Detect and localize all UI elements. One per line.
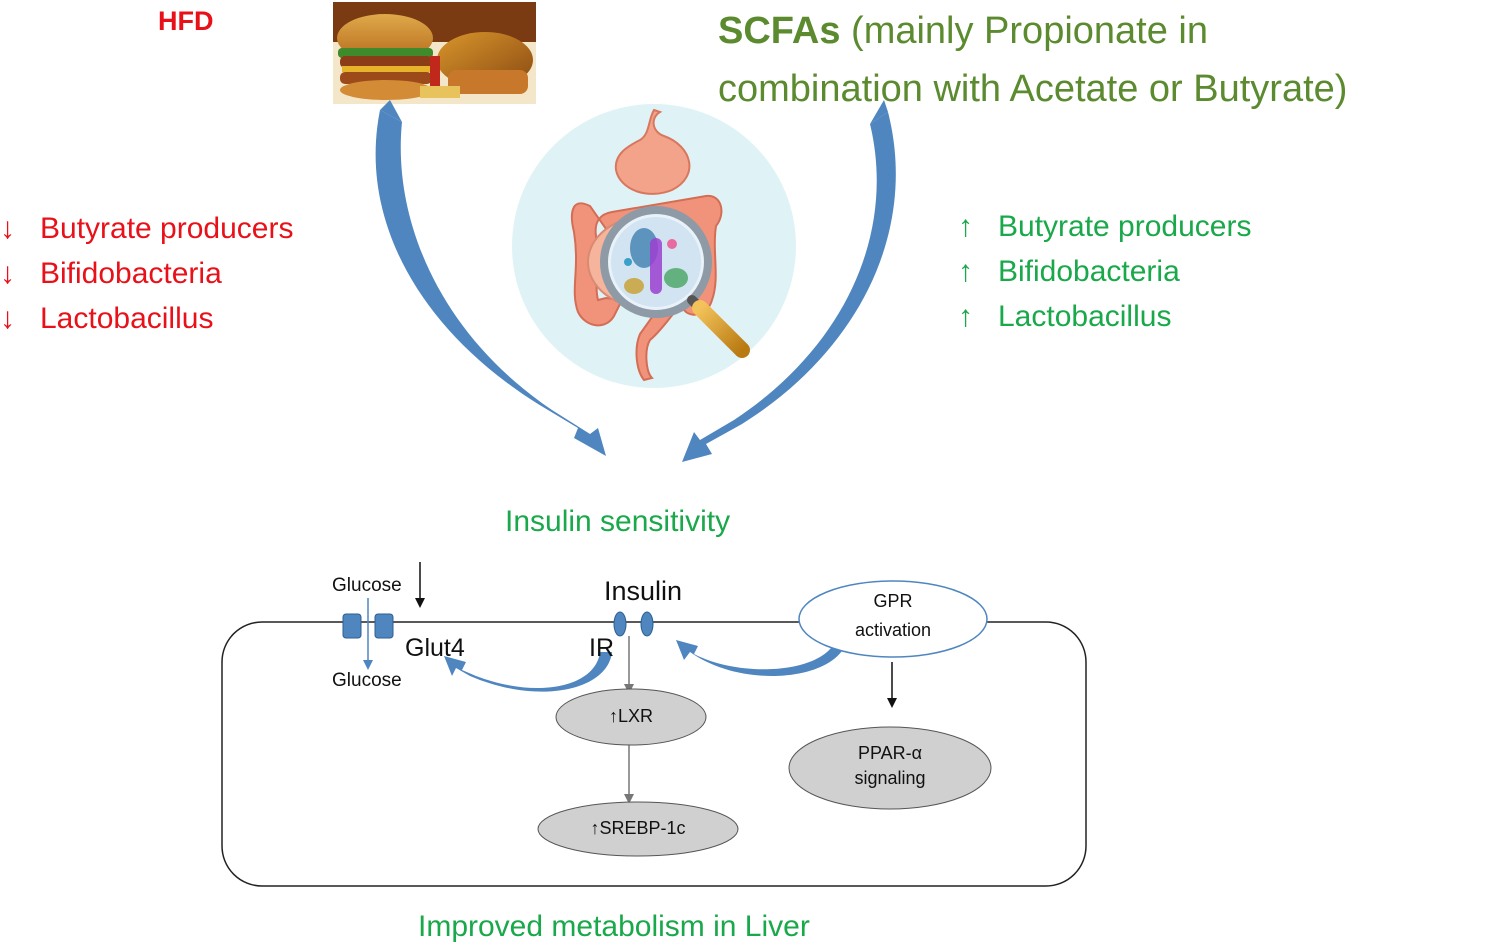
lxr-text: ↑LXR xyxy=(608,706,653,726)
hfd-label: HFD xyxy=(158,6,214,36)
gpr-to-ir-arrow xyxy=(676,640,846,676)
list-item: ↑Bifidobacteria xyxy=(958,249,1251,294)
scfa-title: SCFAs (mainly Propionate in combination … xyxy=(718,2,1347,118)
list-item: ↑Butyrate producers xyxy=(958,204,1251,249)
up-arrow-icon: ↑ xyxy=(958,300,973,333)
glucose-outside-label: Glucose xyxy=(332,575,402,596)
scfa-line1-rest: (mainly Propionate in xyxy=(840,10,1208,52)
glut4-label: Glut4 xyxy=(405,634,465,662)
lxr-node xyxy=(555,688,707,746)
gpr-node xyxy=(798,580,988,658)
glut4-transporter xyxy=(342,613,394,639)
up-arrow-icon: ↑ xyxy=(958,210,973,243)
scfa-to-liver-arrow xyxy=(682,100,896,462)
list-item: ↓Butyrate producers xyxy=(0,206,293,251)
insulin-receptor xyxy=(613,611,654,637)
gut-magnifier-icon xyxy=(512,104,796,388)
improved-metabolism-label: Improved metabolism in Liver xyxy=(418,910,810,943)
food-image xyxy=(333,2,536,104)
list-item: ↑Lactobacillus xyxy=(958,294,1251,339)
hfd-to-liver-arrow xyxy=(375,100,606,456)
down-arrow-icon: ↓ xyxy=(0,257,15,290)
glucose-inside-label: Glucose xyxy=(332,670,402,691)
list-item: ↓Bifidobacteria xyxy=(0,251,293,296)
insulin-label: Insulin xyxy=(604,576,683,606)
down-arrow-icon: ↓ xyxy=(0,302,15,335)
srebp-node xyxy=(537,801,739,857)
ir-label: IR xyxy=(589,634,614,662)
list-item: ↓Lactobacillus xyxy=(0,296,293,341)
ppar-text: PPAR-α signaling xyxy=(854,743,926,788)
scfa-bold: SCFAs xyxy=(718,10,841,52)
scfa-line2: combination with Acetate or Butyrate) xyxy=(718,68,1348,110)
increased-list: ↑Butyrate producers ↑Bifidobacteria ↑Lac… xyxy=(958,204,1251,339)
insulin-sensitivity-label: Insulin sensitivity xyxy=(505,505,731,538)
down-arrow-icon: ↓ xyxy=(0,212,15,245)
decreased-list: ↓Butyrate producers ↓Bifidobacteria ↓Lac… xyxy=(0,206,293,341)
ppar-node xyxy=(788,726,992,810)
liver-cell-membrane xyxy=(221,621,1087,887)
gpr-text: GPR activation xyxy=(854,591,932,640)
ir-to-glut4-arrow xyxy=(444,652,612,692)
srebp-text: ↑SREBP-1c xyxy=(590,818,686,838)
up-arrow-icon: ↑ xyxy=(958,255,973,288)
